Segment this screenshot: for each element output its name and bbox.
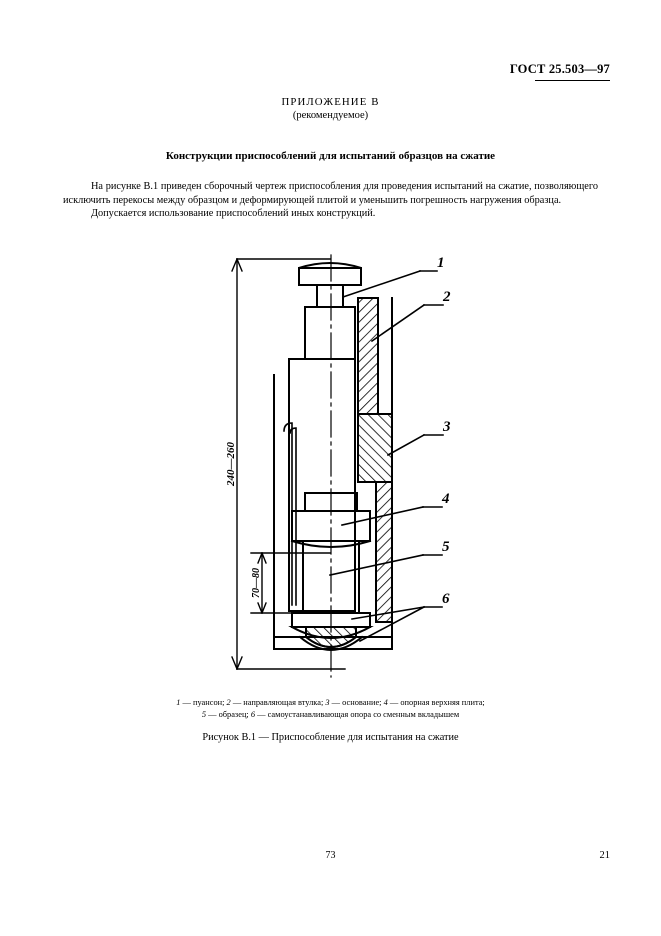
legend-text-4: — опорная верхняя плита; bbox=[387, 698, 485, 707]
figure-caption: Рисунок В.1 — Приспособление для испытан… bbox=[202, 732, 459, 743]
callout-4: 4 bbox=[441, 491, 450, 507]
callout-2: 2 bbox=[442, 289, 451, 305]
callout-3: 3 bbox=[442, 419, 451, 435]
figure-legend-line-1: 1 — пуансон; 2 — направляющая втулка; 3 … bbox=[0, 697, 661, 709]
section-heading: Конструкции приспособлений для испытаний… bbox=[165, 150, 496, 162]
legend-text-5: — образец; bbox=[206, 709, 251, 719]
legend-num-4: 4 bbox=[383, 698, 388, 707]
callout-leaders bbox=[329, 269, 444, 643]
housing-inner-wall bbox=[283, 422, 297, 606]
legend-num-6: 6 bbox=[250, 709, 256, 719]
appendix-subtitle: (рекомендуемое) bbox=[292, 110, 369, 121]
body-text: На рисунке В.1 приведен сборочный чертеж… bbox=[63, 180, 598, 221]
body-paragraph-1: На рисунке В.1 приведен сборочный чертеж… bbox=[63, 181, 598, 206]
legend-num-3: 3 bbox=[325, 698, 330, 707]
dimension-label-specimen: 70—80 bbox=[251, 568, 262, 598]
legend-text-3: — основание; bbox=[329, 698, 384, 707]
appendix-title: ПРИЛОЖЕНИЕ В bbox=[281, 96, 380, 108]
technical-drawing-figure: 240—260 70—80 1 2 3 4 5 6 bbox=[0, 245, 661, 690]
callout-6: 6 bbox=[442, 591, 450, 607]
figure-legend-line-2: 5 — образец; 6 — самоустанавливающая опо… bbox=[0, 709, 661, 721]
punch-lower-body bbox=[288, 358, 356, 612]
dimension-specimen-height bbox=[250, 552, 331, 614]
legend-text-2: — направляющая втулка; bbox=[230, 698, 326, 707]
legend-num-2: 2 bbox=[226, 698, 231, 707]
punch-upper-body bbox=[304, 306, 356, 360]
legend-text-1: — пуансон; bbox=[180, 698, 227, 707]
header-rule bbox=[535, 80, 610, 81]
dimension-label-overall: 240—260 bbox=[225, 442, 237, 488]
callout-5: 5 bbox=[442, 539, 450, 555]
page-number-right: 21 bbox=[599, 850, 611, 861]
callout-1: 1 bbox=[437, 255, 445, 271]
figure-legend: 1 — пуансон; 2 — направляющая втулка; 3 … bbox=[0, 697, 661, 720]
compression-fixture-drawing: 240—260 70—80 1 2 3 4 5 6 bbox=[225, 254, 451, 678]
legend-num-5: 5 bbox=[201, 709, 206, 719]
body-paragraph-2: Допускается использование приспособлений… bbox=[91, 208, 376, 220]
dimension-overall-height bbox=[231, 258, 346, 670]
part-punch bbox=[298, 262, 362, 308]
legend-text-6: — самоустанавливающая опора со сменным в… bbox=[255, 709, 460, 719]
page-number-center: 73 bbox=[325, 850, 336, 861]
standard-id-header: ГОСТ 25.503—97 bbox=[509, 62, 610, 76]
part-guide-bush bbox=[357, 297, 393, 483]
legend-num-1: 1 bbox=[176, 698, 181, 707]
